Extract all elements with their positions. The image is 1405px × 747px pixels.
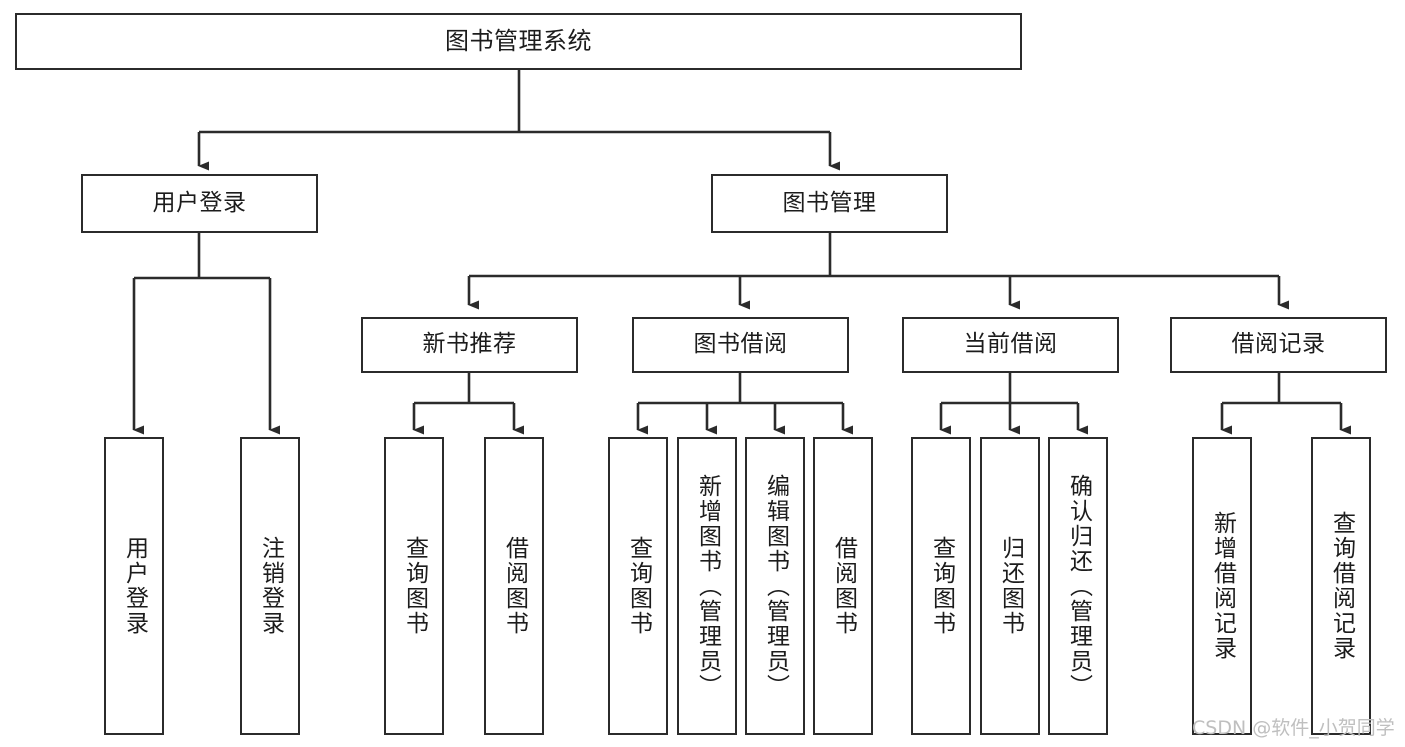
node-leaf-borrow-book-1[interactable]: 借阅图书 bbox=[484, 437, 544, 735]
node-leaf-confirm-return[interactable]: 确认归还（管理员） bbox=[1048, 437, 1108, 735]
node-book-manage-label: 图书管理 bbox=[782, 189, 877, 216]
node-leaf-add-record-label: 新增借阅记录 bbox=[1209, 511, 1236, 661]
node-leaf-add-book-label: 新增图书（管理员） bbox=[694, 473, 721, 699]
node-leaf-return-book[interactable]: 归还图书 bbox=[980, 437, 1040, 735]
node-book-manage[interactable]: 图书管理 bbox=[711, 174, 948, 233]
node-user-login[interactable]: 用户登录 bbox=[81, 174, 318, 233]
node-leaf-return-book-label: 归还图书 bbox=[997, 536, 1024, 636]
node-leaf-borrow-book-1-label: 借阅图书 bbox=[501, 536, 528, 636]
node-leaf-query-record[interactable]: 查询借阅记录 bbox=[1311, 437, 1371, 735]
node-leaf-user-login[interactable]: 用户登录 bbox=[104, 437, 164, 735]
node-root[interactable]: 图书管理系统 bbox=[15, 13, 1022, 70]
node-borrow-record-label: 借阅记录 bbox=[1231, 331, 1326, 358]
node-current-borrow-label: 当前借阅 bbox=[963, 331, 1058, 358]
node-book-borrow-label: 图书借阅 bbox=[693, 331, 788, 358]
node-leaf-edit-book-label: 编辑图书（管理员） bbox=[762, 473, 789, 699]
node-leaf-add-book[interactable]: 新增图书（管理员） bbox=[677, 437, 737, 735]
node-book-borrow[interactable]: 图书借阅 bbox=[632, 317, 849, 373]
node-leaf-query-record-label: 查询借阅记录 bbox=[1328, 511, 1355, 661]
node-leaf-query-book-1-label: 查询图书 bbox=[401, 536, 428, 636]
node-leaf-logout-login[interactable]: 注销登录 bbox=[240, 437, 300, 735]
node-leaf-borrow-book-2[interactable]: 借阅图书 bbox=[813, 437, 873, 735]
node-user-login-label: 用户登录 bbox=[152, 189, 247, 216]
node-leaf-edit-book[interactable]: 编辑图书（管理员） bbox=[745, 437, 805, 735]
csdn-watermark: CSDN @软件_小贺同学 bbox=[1192, 717, 1395, 739]
node-leaf-query-book-3-label: 查询图书 bbox=[928, 536, 955, 636]
node-new-book-rec-label: 新书推荐 bbox=[422, 331, 517, 358]
node-new-book-rec[interactable]: 新书推荐 bbox=[361, 317, 578, 373]
node-leaf-add-record[interactable]: 新增借阅记录 bbox=[1192, 437, 1252, 735]
node-leaf-confirm-return-label: 确认归还（管理员） bbox=[1065, 473, 1092, 699]
node-leaf-query-book-1[interactable]: 查询图书 bbox=[384, 437, 444, 735]
node-leaf-query-book-2-label: 查询图书 bbox=[625, 536, 652, 636]
node-current-borrow[interactable]: 当前借阅 bbox=[902, 317, 1119, 373]
node-leaf-query-book-3[interactable]: 查询图书 bbox=[911, 437, 971, 735]
node-leaf-borrow-book-2-label: 借阅图书 bbox=[830, 536, 857, 636]
node-root-label: 图书管理系统 bbox=[445, 27, 592, 56]
node-leaf-query-book-2[interactable]: 查询图书 bbox=[608, 437, 668, 735]
node-leaf-user-login-label: 用户登录 bbox=[121, 536, 148, 636]
node-leaf-logout-login-label: 注销登录 bbox=[257, 536, 284, 636]
node-borrow-record[interactable]: 借阅记录 bbox=[1170, 317, 1387, 373]
